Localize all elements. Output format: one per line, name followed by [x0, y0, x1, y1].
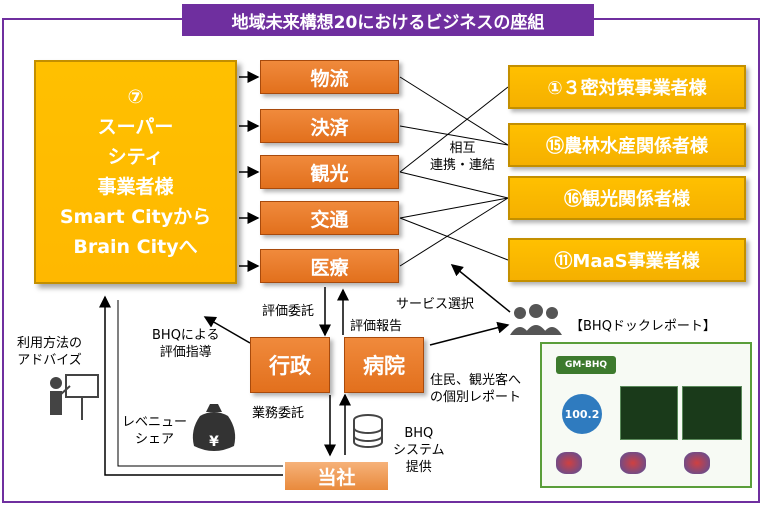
report-brain-image	[684, 452, 710, 474]
database-icon	[353, 414, 383, 448]
super-city-box: ⑦ スーパー シティ 事業者様 Smart Cityから Brain Cityへ	[34, 60, 237, 284]
residents-line: 住民、観光客へ	[430, 373, 522, 388]
arrow-usage-advice	[99, 295, 283, 476]
arrow-hospital-people	[429, 321, 510, 346]
main-line: Smart Cityから	[59, 206, 212, 228]
bhq-system-line: 提供	[405, 460, 432, 475]
bhq-eval-line: BHQによる	[152, 328, 220, 343]
link-medical-tourism	[399, 197, 509, 267]
diagram-title: 地域未来構想20におけるビジネスの座組	[182, 4, 594, 36]
category-logistics: 物流	[260, 60, 399, 94]
main-line: ⑦	[127, 86, 144, 108]
link-payment-agri	[399, 125, 509, 146]
link-tourism-3mitsu	[399, 86, 509, 173]
presenter-icon	[50, 374, 99, 420]
link-transport-tourism	[399, 197, 509, 219]
people-icon	[510, 304, 562, 335]
revenue-share-label: レベニュー シェア	[122, 414, 187, 448]
arrow-bhq-eval	[203, 316, 251, 344]
link-logistics-agri	[399, 76, 509, 146]
usage-advice-line: アドバイズ	[17, 353, 82, 368]
residents-line: の個別レポート	[430, 390, 522, 405]
residents-label: 住民、観光客へ の個別レポート	[430, 372, 521, 406]
link-transport-maas	[399, 217, 509, 261]
connector-label-line: 相互	[449, 141, 476, 156]
main-line: スーパー	[97, 116, 174, 138]
partner-3mitsu: ①３密対策事業者様	[508, 65, 746, 109]
eval-report-label: 評価報告	[350, 319, 403, 334]
usage-advice-label: 利用方法の アドバイズ	[17, 335, 82, 369]
bhq-system-label: BHQ システム 提供	[393, 425, 445, 476]
revenue-share-line: シェア	[135, 432, 175, 447]
category-transport: 交通	[260, 201, 399, 235]
svg-text:¥: ¥	[209, 434, 219, 450]
main-line: Brain Cityへ	[73, 236, 198, 258]
partner-tourism: ⑯観光関係者様	[508, 176, 746, 220]
company-box: 当社	[285, 462, 388, 490]
money-bag-icon: ¥	[192, 404, 236, 451]
bhq-eval-label: BHQによる 評価指導	[152, 327, 220, 361]
partner-agriculture: ⑮農林水産関係者様	[508, 123, 746, 167]
bhq-eval-line: 評価指導	[159, 345, 212, 360]
connector-label-line: 連携・連結	[430, 158, 496, 173]
report-brain-image	[556, 452, 582, 474]
report-brain-image	[620, 452, 646, 474]
main-line: 事業者様	[97, 176, 174, 198]
main-line: シティ	[107, 146, 164, 168]
category-tourism: 観光	[260, 155, 399, 189]
bhq-report-image: GM-BHQ 100.2	[540, 342, 752, 488]
line-revenue-inner	[117, 300, 283, 467]
report-chart-panel	[620, 386, 678, 440]
service-select-label: サービス選択	[396, 297, 475, 312]
hospital-box: 病院	[344, 337, 424, 393]
eval-entrust-label: 評価委託	[262, 304, 315, 319]
report-chart-panel	[682, 386, 742, 440]
category-payment: 決済	[260, 109, 399, 143]
partner-maas: ⑪MaaS事業者様	[508, 238, 746, 282]
report-logo: GM-BHQ	[556, 356, 616, 374]
business-entrust-label: 業務委託	[252, 406, 305, 421]
report-title: 【BHQドックレポート】	[570, 319, 716, 334]
bhq-system-line: BHQ	[404, 426, 434, 441]
link-tourism-tourism	[399, 171, 509, 199]
gov-box: 行政	[250, 337, 330, 393]
arrow-service-select	[450, 264, 511, 313]
report-score: 100.2	[562, 394, 602, 434]
revenue-share-line: レベニュー	[122, 415, 188, 430]
category-medical: 医療	[260, 249, 399, 283]
connector-label: 相互 連携・連結	[430, 140, 495, 174]
bhq-system-line: システム	[393, 443, 445, 458]
usage-advice-line: 利用方法の	[17, 336, 83, 351]
